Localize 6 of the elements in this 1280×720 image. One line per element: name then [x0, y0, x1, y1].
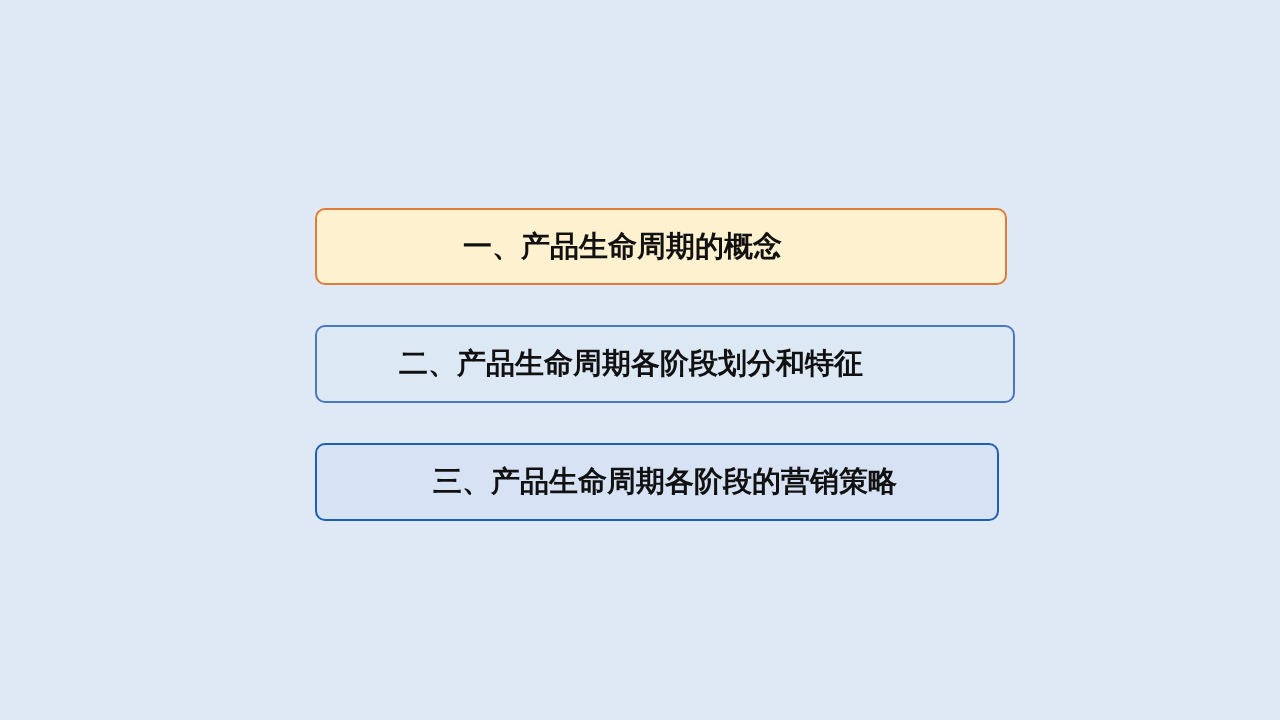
heading-text: 二、产品生命周期各阶段划分和特征 [399, 345, 863, 382]
title-box [315, 325, 1015, 403]
title-box [315, 208, 1007, 285]
heading-text: 三、产品生命周期各阶段的营销策略 [433, 463, 897, 500]
heading-text: 一、产品生命周期的概念 [463, 227, 782, 265]
title-box [315, 443, 999, 521]
